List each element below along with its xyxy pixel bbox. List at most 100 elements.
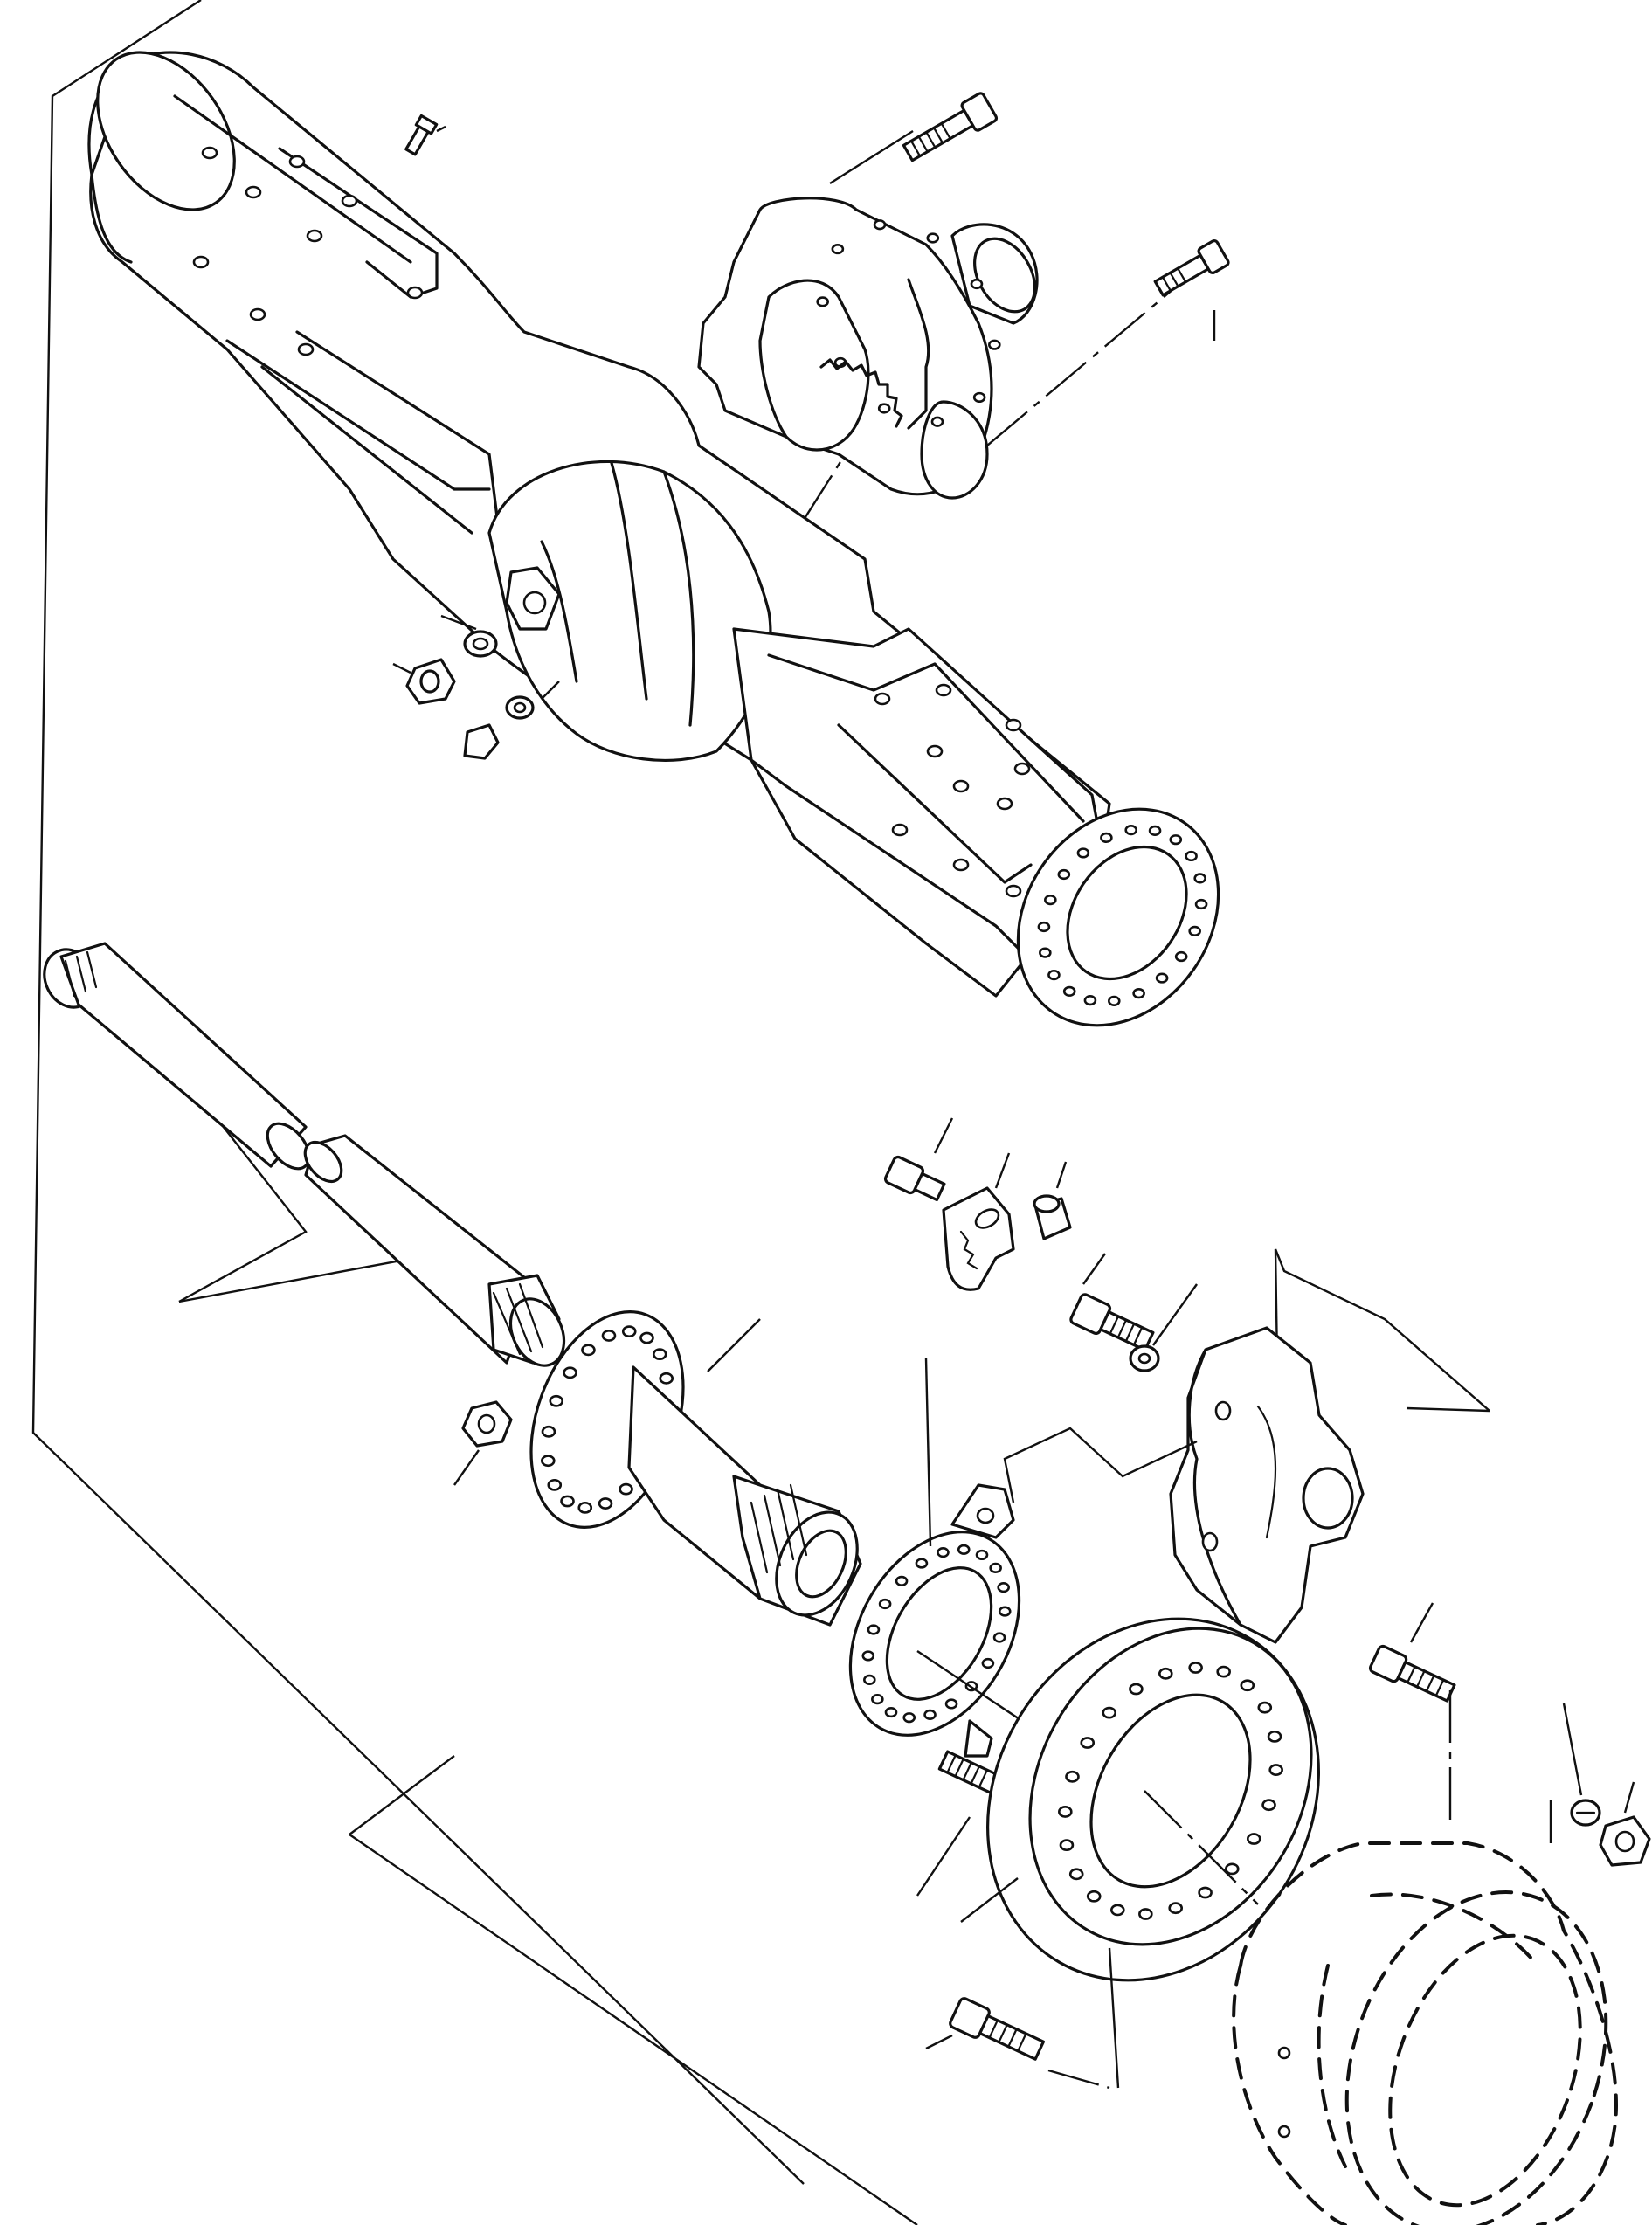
bolt-hole — [992, 1632, 1006, 1643]
bolt-hole — [1080, 1737, 1096, 1749]
brake-caliper — [1169, 1326, 1365, 1644]
bolt-hole — [1124, 825, 1138, 836]
bolt-hole — [1240, 1679, 1255, 1692]
bolt-hole — [937, 1547, 950, 1558]
bolt-hole — [577, 1501, 593, 1514]
bolt-hole — [1039, 947, 1052, 958]
hub-nut — [461, 1400, 513, 1448]
bolt-hole — [1148, 825, 1162, 836]
bolt-hole — [816, 296, 829, 307]
bolt-hole — [926, 232, 940, 244]
bolt-hole — [1268, 1764, 1283, 1776]
bolt-hole — [1198, 1886, 1213, 1899]
axle-housing — [87, 51, 1220, 1027]
bolt-hole — [1158, 1667, 1173, 1680]
bolt-hole — [1188, 925, 1201, 936]
hub-bolt-circle — [540, 1325, 674, 1514]
lock-plate — [942, 1186, 1015, 1291]
bolt-hole — [1267, 1730, 1282, 1743]
bolt-hole — [560, 1495, 575, 1508]
bolt-hole — [1047, 969, 1061, 981]
housing-bolt-holes-right — [874, 683, 1031, 898]
bolt-hole — [1065, 1770, 1080, 1783]
breather-screw — [404, 114, 439, 156]
bolt-hole — [1058, 1806, 1073, 1818]
bolt-hole — [540, 1455, 556, 1468]
axle-shaft-outer — [43, 942, 311, 1171]
bolt-hole — [988, 339, 1001, 350]
fill-plug — [463, 723, 500, 760]
axle-shaft-inner — [303, 1134, 566, 1367]
bolt-hole — [1110, 1904, 1125, 1917]
bolt-hole — [1044, 895, 1057, 906]
hub-bolt — [1368, 1644, 1456, 1703]
bolt-hole — [549, 1394, 564, 1407]
bolt-hole — [1083, 995, 1097, 1006]
bolt-hole — [1261, 1799, 1276, 1812]
bolt-hole — [601, 1330, 617, 1342]
bolt-hole — [563, 1366, 577, 1379]
bolt-hole — [547, 1478, 563, 1491]
carrier-bolt-right — [1153, 239, 1230, 297]
bolt-hole — [1102, 1706, 1117, 1719]
bolt-hole — [541, 1425, 556, 1438]
bolt-hole — [1257, 1701, 1273, 1714]
bolt-hole — [972, 391, 986, 404]
bolt-hole — [1193, 873, 1206, 884]
bolt-hole — [915, 1558, 929, 1569]
bolt-hole — [861, 1650, 875, 1662]
bolt-hole — [998, 1606, 1012, 1617]
bolt-hole — [1086, 1890, 1102, 1903]
carrier-stud-holes — [816, 219, 1001, 427]
bolt-hole — [831, 243, 845, 255]
bolt-hole — [1138, 1908, 1153, 1920]
bolt-hole — [1062, 985, 1076, 997]
bolt-hole — [1155, 972, 1169, 984]
bolt-hole — [639, 1331, 654, 1344]
bolt-hole — [1246, 1833, 1261, 1845]
bolt-hole — [944, 1698, 958, 1710]
drain-plug — [405, 658, 456, 705]
bolt-hole — [878, 1598, 892, 1610]
bolt-hole — [1076, 847, 1090, 859]
flange-bolt-circle — [1037, 825, 1208, 1006]
bolt-hole — [1216, 1665, 1231, 1678]
bolt-hole — [619, 1482, 633, 1496]
bolt-hole — [877, 403, 891, 414]
bolt-hole — [981, 1657, 995, 1669]
bolt-hole — [1037, 921, 1051, 933]
bolt-hole — [884, 1706, 898, 1718]
caliper-washer — [1129, 1344, 1160, 1372]
bolt-hole — [1168, 1902, 1184, 1915]
lock-plate-bolt — [883, 1155, 946, 1202]
wheel-nut-washer — [1570, 1799, 1601, 1827]
bolt-hole — [902, 1712, 916, 1724]
housing-bolt-holes-left — [192, 146, 424, 356]
carrier-bolt-upper — [902, 92, 999, 162]
bolt-hole — [1169, 834, 1183, 846]
disc-bolt-lower — [949, 1997, 1046, 2061]
bolt-hole — [863, 1674, 876, 1685]
bolt-hole — [867, 1624, 881, 1635]
wheel-nut — [1599, 1815, 1651, 1867]
bolt-hole — [957, 1544, 971, 1555]
bolt-hole — [621, 1325, 637, 1338]
bolt-hole — [1132, 987, 1145, 999]
disc-bolt-circle — [1058, 1662, 1283, 1920]
bolt-hole — [581, 1344, 596, 1357]
anchor-plate — [848, 1483, 1021, 1758]
bolt-hole — [659, 1372, 674, 1385]
bolt-hole — [1057, 868, 1071, 881]
bolt-hole — [652, 1348, 667, 1361]
bolt-hole — [1100, 832, 1113, 844]
wheel-hub-spindle — [529, 1310, 862, 1627]
bolt-hole — [1224, 1862, 1240, 1876]
differential-carrier — [697, 197, 1039, 500]
anchor-plate-holes — [861, 1544, 1012, 1724]
wheel-drum — [1232, 1841, 1619, 2225]
bolt-hole — [1188, 1662, 1203, 1674]
bolt-hole — [598, 1497, 613, 1510]
bolt-hole — [871, 1694, 884, 1705]
bolt-hole — [923, 1709, 937, 1720]
